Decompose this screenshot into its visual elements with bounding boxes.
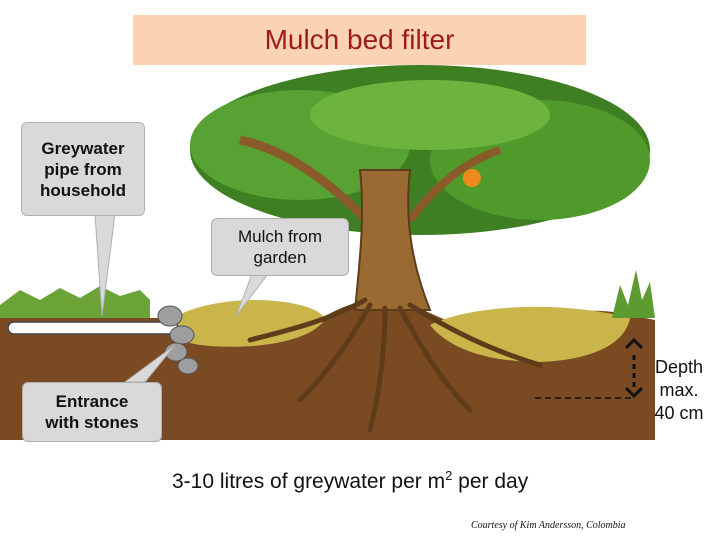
depth-label: Depth max. 40 cm xyxy=(654,357,704,423)
mulch-left xyxy=(169,300,324,347)
mulch-right xyxy=(430,306,630,362)
grass-right xyxy=(612,270,655,318)
canopy-top xyxy=(310,80,550,150)
greywater-pipe xyxy=(7,321,179,335)
callout-mulch: Mulch from garden xyxy=(211,218,349,276)
depth-indicator xyxy=(624,337,644,399)
branch-right xyxy=(406,146,502,223)
fruit xyxy=(463,169,481,187)
trunk xyxy=(353,169,432,311)
image-credit: Courtesy of Kim Andersson, Colombia xyxy=(471,520,626,531)
callout-greywater-pipe: Greywater pipe from household xyxy=(21,122,145,216)
roots xyxy=(247,297,543,433)
rate-suffix: per day xyxy=(452,470,529,493)
page-title: Mulch bed filter xyxy=(264,24,455,55)
callout-entrance-stones: Entrance with stones xyxy=(22,382,162,442)
rate-prefix: 3-10 litres of greywater per m xyxy=(172,470,446,493)
greywater-rate-text: 3-10 litres of greywater per m2 per day xyxy=(172,468,528,494)
rate-superscript: 2 xyxy=(445,468,453,483)
title-banner: Mulch bed filter xyxy=(133,15,586,65)
entrance-stones xyxy=(157,305,199,375)
